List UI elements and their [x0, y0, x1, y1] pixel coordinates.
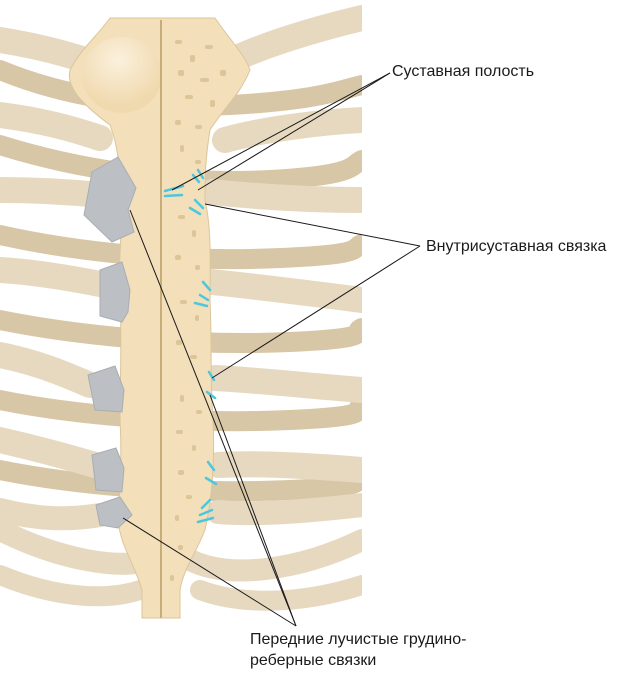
- cancellous-bone-texture: [170, 40, 226, 581]
- rib-3-right: [199, 269, 362, 313]
- rib-8-right: [190, 575, 362, 611]
- leader-radiate-1: [129, 209, 297, 627]
- label-articular-cavity: Суставная полость: [392, 63, 535, 80]
- rib-1-left: [0, 102, 113, 151]
- leader-intra-2: [211, 245, 421, 379]
- rib-2-left: [0, 177, 113, 208]
- leader-radiate-3: [122, 517, 297, 627]
- rib-2-right: [199, 179, 362, 213]
- rib-3-left: [0, 257, 118, 298]
- leader-intra-1: [204, 203, 421, 247]
- label-intraarticular-ligament: Внутрисуставная связка: [426, 238, 607, 255]
- cartilage-5: [95, 496, 133, 529]
- leader-lines: [122, 72, 421, 627]
- cartilage-4: [91, 447, 125, 493]
- anterior-ribs: [0, 5, 362, 611]
- cartilage-1: [83, 156, 137, 243]
- rib-4-left: [0, 342, 103, 398]
- ligaments: [163, 168, 218, 524]
- rib-1-right: [212, 107, 362, 153]
- posterior-ribs: [0, 60, 362, 502]
- rib-5-right: [205, 451, 362, 483]
- rib-4-right: [202, 365, 362, 403]
- rib-6-left: [0, 498, 112, 531]
- rib-5-left: [0, 427, 108, 478]
- cartilage-3: [87, 365, 125, 413]
- leader-radiate-2: [209, 394, 297, 627]
- label-radiate-sternocostal-ligaments: Передние лучистые грудино- реберные связ…: [250, 629, 466, 671]
- leader-cavity-2: [197, 72, 391, 191]
- sternum: [68, 17, 251, 619]
- rib-6-right: [206, 493, 362, 526]
- label-radiate-line-1: Передние лучистые грудино-: [250, 631, 467, 648]
- cartilage-2: [99, 261, 131, 323]
- rib-8-left: [0, 565, 150, 607]
- rib-7-right: [179, 529, 362, 582]
- costal-cartilages: [83, 156, 137, 529]
- leader-cavity-1: [171, 72, 391, 191]
- label-radiate-line-2: реберные связки: [250, 652, 377, 669]
